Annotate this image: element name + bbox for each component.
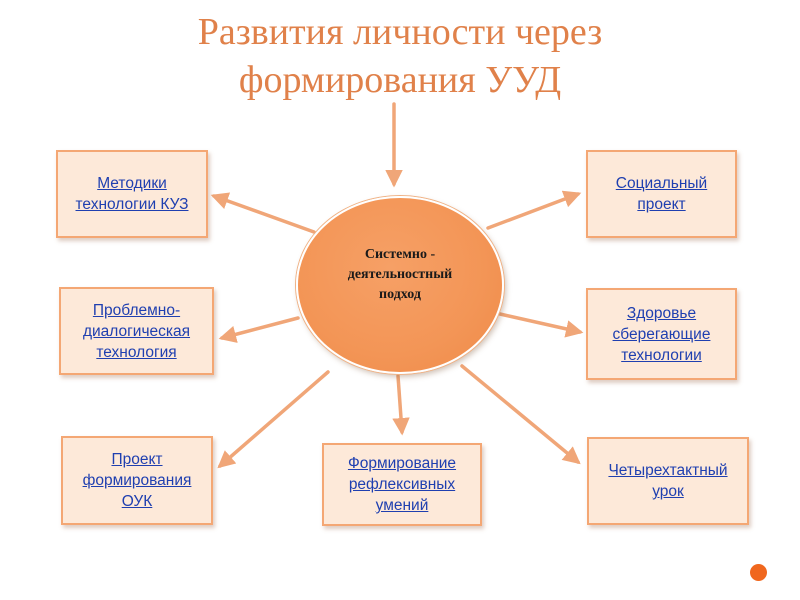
node-reflexive-skills: Формирование рефлексивных умений bbox=[322, 443, 482, 526]
central-concept-circle: Системно - деятельностный подход bbox=[296, 196, 504, 374]
node-social-project: Социальный проект bbox=[586, 150, 737, 238]
arrow-hub-to-n2 bbox=[218, 316, 300, 343]
central-concept-label: Системно - деятельностный подход bbox=[347, 247, 453, 302]
node-kuz-methods: Методики технологии КУЗ bbox=[56, 150, 208, 238]
link-four-stroke-lesson[interactable]: Четырехтактный урок bbox=[608, 462, 728, 500]
link-ouk-project[interactable]: Проект формирования ОУК bbox=[82, 451, 192, 510]
slide-title: Развития личности через формирования УУД bbox=[0, 8, 800, 104]
node-four-stroke-lesson: Четырехтактный урок bbox=[587, 437, 749, 525]
link-health-saving[interactable]: Здоровье сберегающие технологии bbox=[612, 304, 711, 364]
arrow-hub-to-n5 bbox=[486, 190, 582, 230]
arrow-hub-to-n1 bbox=[210, 192, 316, 234]
link-reflexive-skills[interactable]: Формирование рефлексивных умений bbox=[347, 455, 457, 514]
node-problem-dialogue: Проблемно-диалогическая технология bbox=[59, 287, 214, 375]
arrow-hub-to-n7 bbox=[460, 364, 581, 465]
link-social-project[interactable]: Социальный проект bbox=[615, 175, 708, 213]
node-health-saving: Здоровье сберегающие технологии bbox=[586, 288, 737, 380]
decorative-dot-icon bbox=[750, 564, 767, 581]
arrow-hub-to-n3 bbox=[217, 370, 330, 469]
link-kuz-methods[interactable]: Методики технологии КУЗ bbox=[75, 175, 189, 213]
title-line-1: Развития личности через bbox=[197, 11, 603, 53]
arrow-hub-to-n6 bbox=[498, 312, 584, 338]
link-problem-dialogue[interactable]: Проблемно-диалогическая технология bbox=[82, 301, 191, 361]
node-ouk-project: Проект формирования ОУК bbox=[61, 436, 213, 525]
arrow-hub-to-n4 bbox=[392, 374, 410, 436]
title-line-2: формирования УУД bbox=[238, 59, 562, 101]
